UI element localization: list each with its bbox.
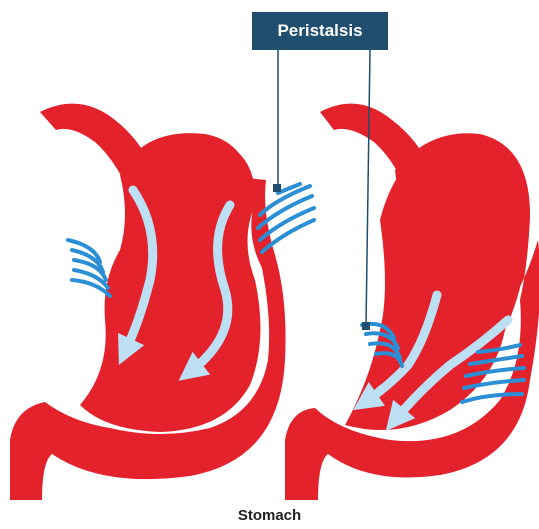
peristalsis-label: Peristalsis: [252, 12, 388, 50]
stomach-fill-right: [345, 136, 530, 430]
leader-dot-right: [362, 322, 370, 330]
stomach-left: [10, 104, 314, 500]
leader-line-right: [366, 50, 370, 326]
stomach-right: [285, 104, 539, 500]
contraction-waves-left-outer: [68, 240, 110, 296]
leader-dot-left: [273, 184, 281, 192]
stomach-caption: Stomach: [0, 507, 539, 524]
